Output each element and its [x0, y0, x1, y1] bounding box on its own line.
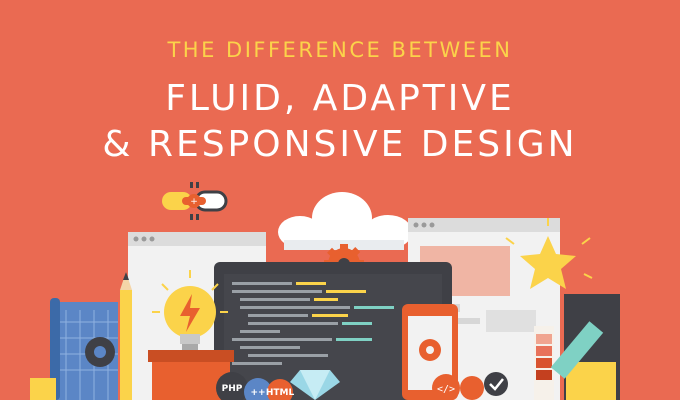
box-icon	[148, 350, 234, 400]
svg-text:+: +	[190, 197, 198, 207]
html-badge-label: HTML	[266, 388, 295, 398]
pencil-icon	[120, 272, 132, 400]
illustration: +	[30, 182, 620, 400]
title-line-2: & RESPONSIVE DESIGN	[102, 124, 578, 165]
blueprint-icon	[50, 298, 118, 400]
crayon-icon	[550, 321, 604, 379]
kicker-text: THE DIFFERENCE BETWEEN	[167, 38, 513, 62]
lightbulb-icon	[152, 270, 228, 350]
css-badge-label: ++	[250, 388, 265, 398]
ruler-icon	[30, 378, 56, 400]
cloud-icon	[278, 192, 412, 250]
title-line-1: FLUID, ADAPTIVE	[165, 78, 515, 119]
svg-text:</>: </>	[437, 384, 455, 395]
html-badge: HTML	[266, 379, 295, 400]
code-badge-icon: </>	[432, 374, 460, 400]
link-icon: +	[162, 182, 228, 220]
diamond-icon	[290, 370, 340, 400]
color-swatch-icon	[534, 326, 554, 400]
thumbs-badge-icon	[460, 376, 484, 400]
php-badge-label: PHP	[222, 384, 243, 394]
check-badge-icon	[484, 372, 508, 396]
star-icon	[505, 218, 593, 289]
css-badge: ++	[244, 378, 272, 400]
php-badge: PHP	[216, 372, 248, 400]
